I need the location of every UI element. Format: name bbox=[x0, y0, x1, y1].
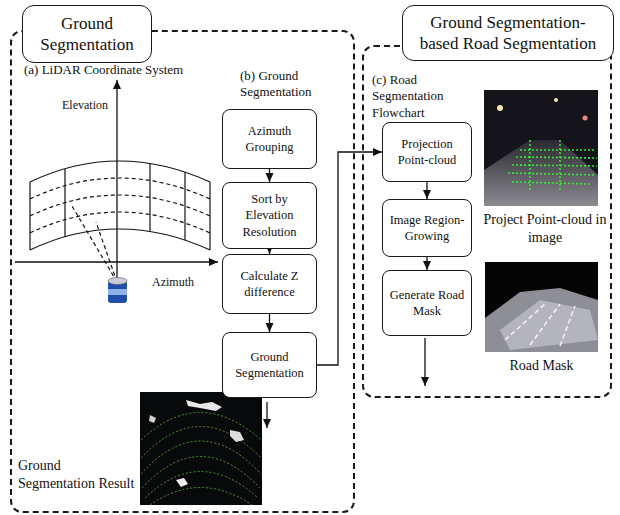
laser-ray bbox=[96, 222, 117, 282]
image-ground bbox=[485, 262, 598, 352]
process-box: Projection Point-cloud bbox=[382, 122, 472, 182]
flow-arrow bbox=[317, 152, 382, 365]
panel-heading: Ground Segmentation bbox=[22, 5, 152, 63]
point-row bbox=[559, 140, 561, 190]
projection-image bbox=[484, 90, 598, 206]
caption-label: Elevation bbox=[62, 98, 114, 113]
caption-label: Azimuth bbox=[152, 275, 212, 290]
box-text: Calculate Z difference bbox=[229, 268, 310, 301]
point-row bbox=[516, 157, 597, 158]
street-light bbox=[497, 105, 503, 111]
caption-label: Ground Segmentation Result bbox=[18, 457, 136, 492]
point-row bbox=[520, 149, 596, 151]
road-surface bbox=[484, 140, 598, 206]
point-row bbox=[508, 173, 596, 175]
output-arrow bbox=[424, 338, 425, 386]
azimuth-line bbox=[184, 172, 185, 240]
obstacle-points bbox=[176, 478, 188, 487]
elevation-ring bbox=[30, 212, 210, 233]
road-mask bbox=[500, 300, 598, 350]
scan-ring bbox=[145, 472, 258, 499]
box-text: Sort by Elevation Resolution bbox=[229, 191, 310, 240]
image-ground bbox=[484, 90, 598, 206]
box-text: Image Region-Growing bbox=[389, 212, 465, 245]
sensor-top bbox=[108, 278, 127, 285]
flow-arrow bbox=[426, 257, 427, 270]
lane-marking bbox=[560, 306, 575, 346]
cylinder-bottom bbox=[30, 229, 210, 250]
obstacle-points bbox=[149, 415, 156, 423]
laser-ray bbox=[72, 206, 117, 282]
obstacle-points bbox=[186, 400, 222, 411]
elevation-ring bbox=[30, 195, 210, 216]
result-image bbox=[140, 392, 262, 505]
street-light bbox=[554, 98, 558, 102]
lane-marking bbox=[505, 304, 545, 340]
point-row bbox=[512, 165, 597, 166]
box-text: Azimuth Grouping bbox=[229, 123, 310, 156]
lidar-cylinder bbox=[30, 161, 210, 282]
road-mask-image bbox=[485, 262, 598, 352]
output-arrow bbox=[266, 402, 267, 428]
azimuth-line bbox=[149, 163, 150, 231]
elevation-ring bbox=[30, 178, 210, 199]
dashed-panel: Ground Segmentation Azimuth GroupingSort … bbox=[10, 30, 355, 513]
lidar-sensor bbox=[108, 278, 127, 304]
process-box: Ground Segmentation bbox=[222, 332, 317, 398]
process-box: Calculate Z difference bbox=[222, 254, 317, 314]
caption-label: (b) Ground Segmentation bbox=[240, 68, 340, 101]
point-row bbox=[512, 182, 590, 184]
panel-heading: Ground Segmentation-based Road Segmentat… bbox=[402, 5, 614, 61]
scan-ring bbox=[141, 427, 261, 459]
process-box: Azimuth Grouping bbox=[222, 109, 317, 169]
flow-arrow bbox=[269, 314, 270, 332]
box-text: Generate Road Mask bbox=[389, 287, 465, 320]
elevation-axis bbox=[116, 80, 117, 300]
scan-ring bbox=[142, 457, 260, 489]
caption-label: (c) Road Segmentation Flowchart bbox=[372, 72, 482, 121]
process-box: Sort by Elevation Resolution bbox=[222, 182, 317, 249]
caption-label: Road Mask bbox=[485, 357, 598, 375]
azimuth-axis bbox=[15, 261, 218, 262]
process-box: Image Region-Growing bbox=[382, 199, 472, 257]
flow-arrow bbox=[269, 169, 270, 182]
cylinder-top bbox=[30, 161, 210, 182]
lane-marking bbox=[530, 304, 560, 345]
road-mask bbox=[485, 288, 598, 352]
flow-arrow bbox=[426, 182, 427, 199]
scan-ring bbox=[150, 488, 252, 506]
box-text: Ground Segmentation bbox=[229, 349, 310, 382]
image-ground bbox=[140, 392, 262, 505]
caption-label: Project Point-cloud in image bbox=[480, 211, 610, 246]
scan-ring bbox=[141, 413, 261, 441]
obstacle-points bbox=[230, 430, 244, 442]
scan-ring bbox=[141, 441, 261, 474]
azimuth-line bbox=[64, 169, 65, 237]
box-text: Projection Point-cloud bbox=[389, 136, 465, 169]
point-row bbox=[529, 140, 531, 190]
street-light bbox=[583, 116, 588, 121]
caption-label: (a) LiDAR Coordinate System bbox=[24, 62, 194, 78]
process-box: Generate Road Mask bbox=[382, 270, 472, 336]
sensor-window bbox=[108, 289, 127, 295]
